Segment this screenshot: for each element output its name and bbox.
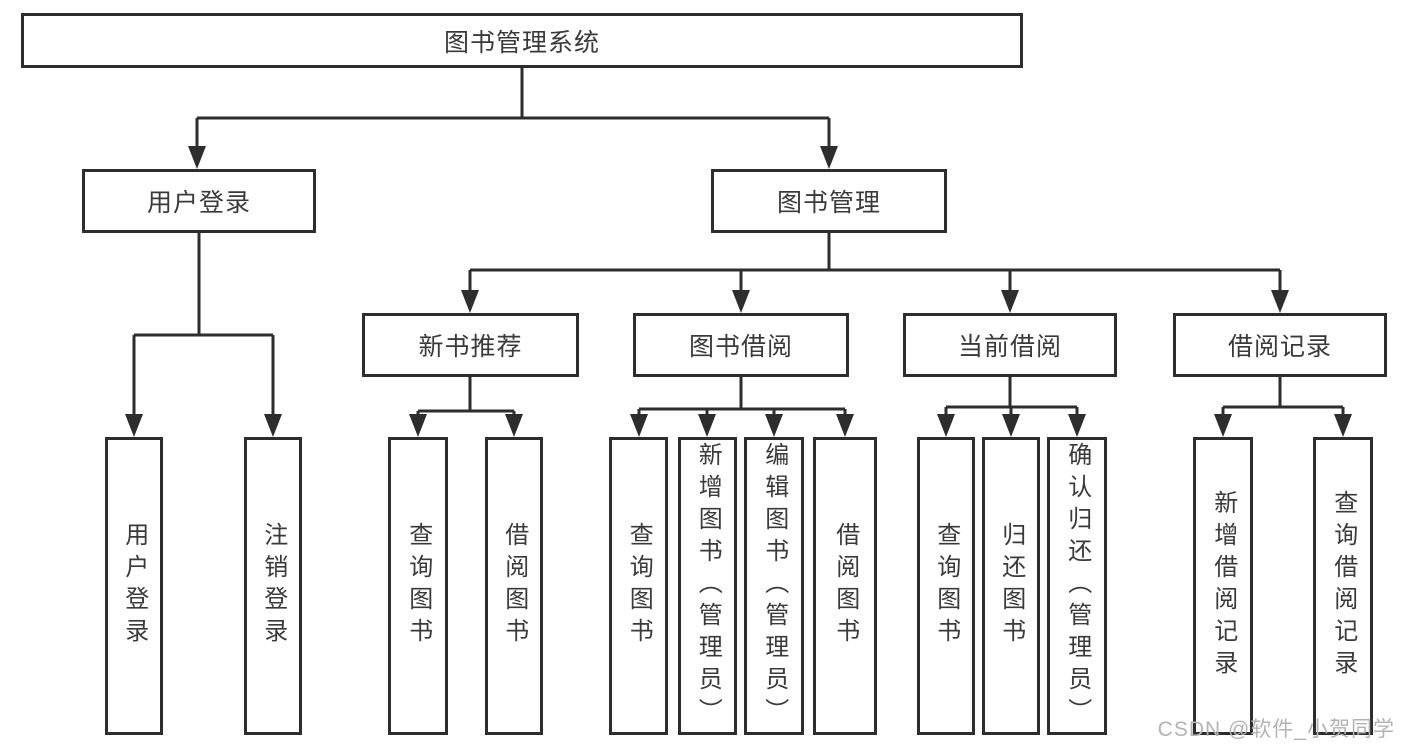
leaf-add-book-admin: 新增图书（管理员） (678, 437, 737, 735)
leaf-user-login: 用户登录 (105, 437, 163, 735)
csdn-watermark: CSDN @软件_小贺同学 (1157, 718, 1395, 741)
leaf-logout: 注销登录 (244, 437, 302, 735)
leaf-borrow-books: 借阅图书 (813, 437, 877, 735)
node-current-borrow: 当前借阅 (903, 313, 1117, 377)
leaf-edit-book-admin-label: 编辑图书（管理员） (760, 442, 788, 730)
leaf-edit-book-admin: 编辑图书（管理员） (744, 437, 804, 735)
arrowheads (125, 146, 1352, 437)
connector-path (132, 68, 1345, 416)
leaf-query-books-borrow: 查询图书 (609, 437, 668, 735)
leaf-logout-label: 注销登录 (259, 522, 287, 650)
node-new-book-recommend: 新书推荐 (362, 313, 579, 377)
leaf-query-books-recommend-label: 查询图书 (404, 522, 432, 650)
node-borrow-records: 借阅记录 (1173, 313, 1387, 377)
leaf-borrow-books-recommend-label: 借阅图书 (500, 522, 528, 650)
leaf-query-borrow-record: 查询借阅记录 (1313, 437, 1373, 735)
node-library-system: 图书管理系统 (21, 13, 1023, 68)
leaf-confirm-return-admin: 确认归还（管理员） (1047, 437, 1107, 735)
leaf-user-login-label: 用户登录 (120, 522, 148, 650)
node-book-borrow: 图书借阅 (633, 313, 849, 377)
leaf-query-books-recommend: 查询图书 (388, 437, 448, 735)
leaf-add-borrow-record-label: 新增借阅记录 (1209, 490, 1237, 682)
leaf-query-books-current-label: 查询图书 (932, 522, 960, 650)
leaf-borrow-books-label: 借阅图书 (831, 522, 859, 650)
leaf-borrow-books-recommend: 借阅图书 (485, 437, 543, 735)
leaf-return-book: 归还图书 (982, 437, 1040, 735)
leaf-query-books-current: 查询图书 (917, 437, 975, 735)
leaf-add-book-admin-label: 新增图书（管理员） (694, 442, 722, 730)
leaf-query-borrow-record-label: 查询借阅记录 (1329, 490, 1357, 682)
leaf-add-borrow-record: 新增借阅记录 (1193, 437, 1253, 735)
node-book-management: 图书管理 (711, 169, 947, 233)
leaf-query-books-borrow-label: 查询图书 (625, 522, 653, 650)
leaf-confirm-return-admin-label: 确认归还（管理员） (1063, 442, 1091, 730)
leaf-return-book-label: 归还图书 (997, 522, 1025, 650)
node-user-login: 用户登录 (82, 169, 316, 233)
